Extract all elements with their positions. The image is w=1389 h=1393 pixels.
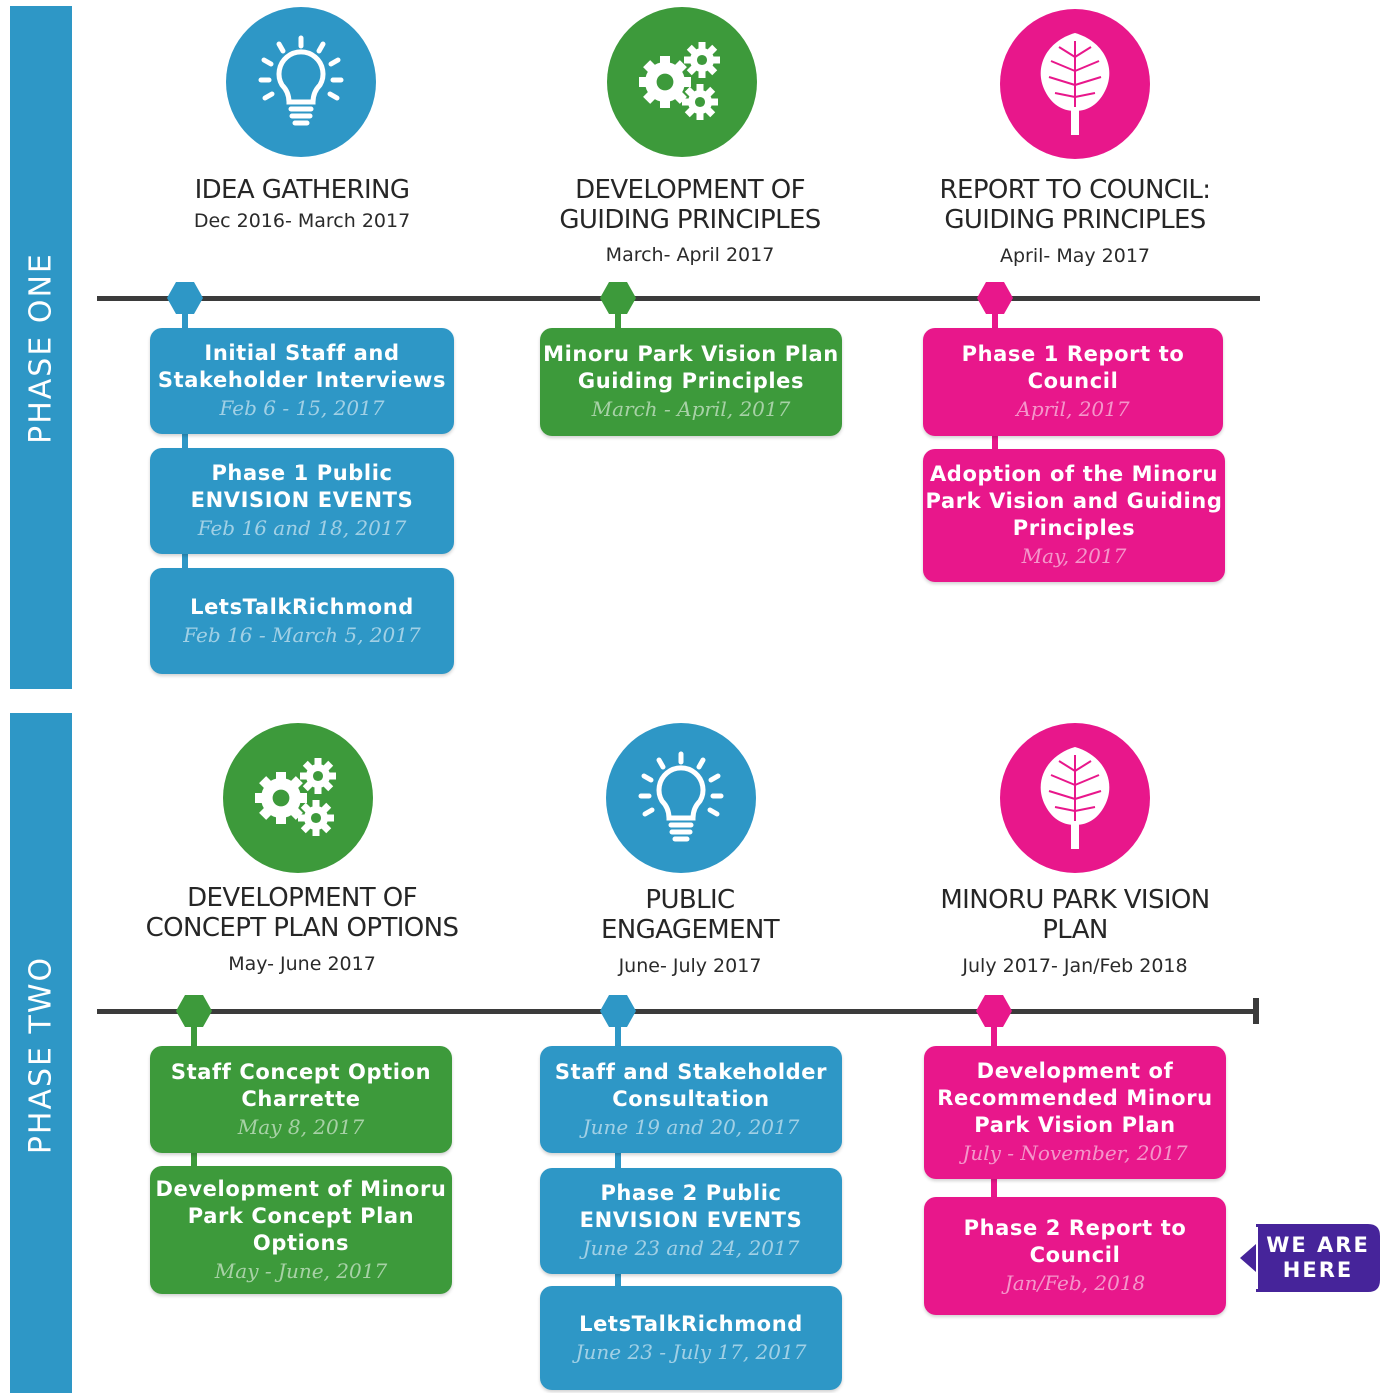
- milestone-title: Phase 1 Report to Council: [961, 342, 1185, 393]
- we-are-here-label: WE ARE HERE: [1266, 1233, 1370, 1282]
- column-title: MINORU PARK VISION PLAN: [940, 885, 1210, 945]
- column-date-range: June- July 2017: [618, 955, 762, 977]
- column-date-range: March- April 2017: [605, 244, 775, 266]
- timeline-end-cap: [1253, 998, 1259, 1024]
- timeline-hex-marker: [977, 282, 1013, 314]
- milestone-title: Phase 1 Public ENVISION EVENTS: [190, 461, 414, 512]
- milestone-card: Development of Minoru Park Concept Plan …: [150, 1166, 452, 1294]
- milestone-title: LetsTalkRichmond: [579, 1311, 803, 1336]
- milestone-date: May - June, 2017: [214, 1258, 388, 1283]
- milestone-title: Staff and Stakeholder Consultation: [554, 1059, 828, 1111]
- milestone-title: Phase 2 Report to Council: [963, 1216, 1187, 1267]
- column-date-range: April- May 2017: [1000, 245, 1150, 267]
- column-title: DEVELOPMENT OF GUIDING PRINCIPLES: [559, 175, 821, 235]
- column-title: REPORT TO COUNCIL: GUIDING PRINCIPLES: [939, 175, 1212, 235]
- phase-2-col-3-icon-circle: [1000, 723, 1150, 873]
- milestone-title: Staff Concept Option Charrette: [170, 1059, 432, 1111]
- we-are-here-indicator: WE ARE HERE: [1240, 1224, 1380, 1292]
- milestone-card: Initial Staff and Stakeholder Interviews…: [150, 328, 454, 434]
- phase-two-bar: [10, 713, 72, 1393]
- column-date-range: Dec 2016- March 2017: [193, 210, 411, 232]
- milestone-card: Development of Recommended Minoru Park V…: [924, 1046, 1226, 1179]
- column-title: DEVELOPMENT OF CONCEPT PLAN OPTIONS: [145, 883, 459, 943]
- milestone-card: Phase 2 Public ENVISION EVENTS June 23 an…: [540, 1168, 842, 1274]
- phase-2-col-2-icon-circle: [606, 723, 756, 873]
- phase-one-timeline: [97, 296, 1260, 301]
- phase-1-col-3-icon-circle: [1000, 9, 1150, 159]
- phase-one-bar: [10, 6, 72, 689]
- milestone-date: June 19 and 20, 2017: [582, 1114, 800, 1139]
- milestone-title: Development of Recommended Minoru Park V…: [937, 1059, 1213, 1137]
- milestone-title: Minoru Park Vision Plan Guiding Principl…: [543, 342, 839, 393]
- timeline-hex-marker: [167, 282, 203, 314]
- timeline-connector: [615, 1025, 621, 1305]
- milestone-date: Feb 6 - 15, 2017: [219, 396, 385, 420]
- milestone-date: May, 2017: [1021, 544, 1127, 568]
- leaf-icon: [1025, 27, 1125, 141]
- column-date-range: May- June 2017: [228, 953, 376, 975]
- milestone-date: July - November, 2017: [962, 1141, 1188, 1165]
- milestone-date: June 23 - July 17, 2017: [575, 1339, 807, 1364]
- milestone-card: Phase 1 Public ENVISION EVENTS Feb 16 and…: [150, 448, 454, 554]
- column-title: IDEA GATHERING: [194, 175, 410, 205]
- milestone-title: Development of Minoru Park Concept Plan …: [155, 1176, 447, 1255]
- gears-icon: [632, 30, 732, 134]
- timeline-hex-marker: [176, 995, 212, 1027]
- phase-two-timeline: [97, 1009, 1257, 1014]
- phase-1-col-1-icon-circle: [226, 7, 376, 157]
- indicator-arrow-shape: [1240, 1224, 1380, 1292]
- phase-one-label: PHASE ONE: [23, 252, 59, 444]
- milestone-title: Initial Staff and Stakeholder Interviews: [157, 341, 447, 392]
- gears-icon: [248, 746, 348, 850]
- column-title: PUBLIC ENGAGEMENT: [600, 885, 780, 945]
- milestone-date: March - April, 2017: [591, 397, 791, 421]
- milestone-date: Feb 16 and 18, 2017: [197, 516, 407, 540]
- milestone-date: May 8, 2017: [237, 1114, 365, 1139]
- leaf-icon: [1025, 741, 1125, 855]
- milestone-title: LetsTalkRichmond: [190, 594, 414, 619]
- timeline-hex-marker: [600, 995, 636, 1027]
- column-date-range: July 2017- Jan/Feb 2018: [962, 955, 1188, 977]
- lightbulb-icon: [631, 746, 731, 850]
- timeline-connector: [615, 310, 621, 340]
- phase-2-col-1-icon-circle: [223, 723, 373, 873]
- milestone-date: Feb 16 - March 5, 2017: [183, 622, 421, 647]
- timeline-hex-marker: [600, 282, 636, 314]
- milestone-card: Adoption of the Minoru Park Vision and G…: [923, 449, 1225, 582]
- milestone-date: Jan/Feb, 2018: [1004, 1271, 1146, 1295]
- milestone-date: June 23 and 24, 2017: [582, 1236, 800, 1260]
- milestone-title: Phase 2 Public ENVISION EVENTS: [579, 1181, 803, 1232]
- lightbulb-icon: [251, 30, 351, 134]
- phase-two-label: PHASE TWO: [23, 955, 59, 1155]
- milestone-title: Adoption of the Minoru Park Vision and G…: [925, 462, 1223, 540]
- milestone-date: April, 2017: [1016, 397, 1130, 421]
- phase-1-col-2-icon-circle: [607, 7, 757, 157]
- milestone-card: Minoru Park Vision Plan Guiding Principl…: [540, 328, 842, 436]
- timeline-hex-marker: [976, 995, 1012, 1027]
